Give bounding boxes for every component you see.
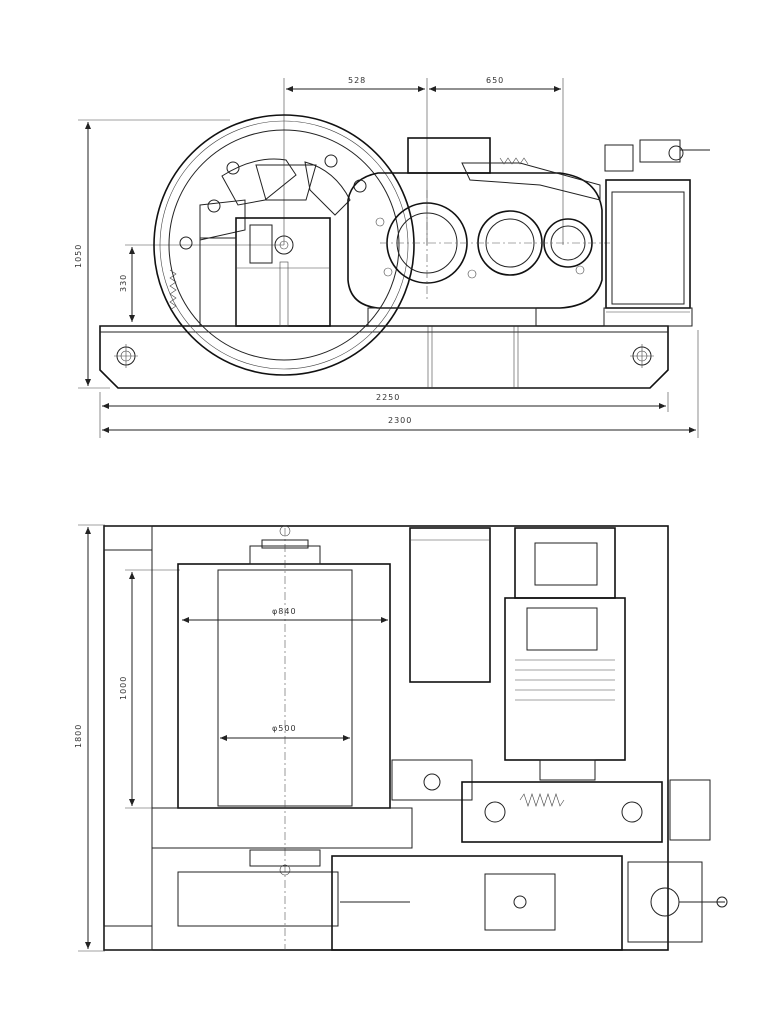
dim-500: φ500 (220, 724, 350, 741)
dim-528-label: 528 (348, 76, 366, 85)
dim-1000-label: 1000 (119, 676, 128, 700)
dim-1800: 1800 (74, 524, 105, 952)
motor-side (603, 179, 693, 327)
dim-2300-label: 2300 (388, 416, 412, 425)
dim-330-label: 330 (119, 274, 128, 292)
dim-1050-label: 1050 (74, 244, 83, 268)
anchor-bolt-left (114, 344, 138, 368)
drum-gear-wheel (153, 114, 415, 376)
dim-500-label: φ500 (272, 724, 297, 733)
dim-650-label: 650 (486, 76, 504, 85)
bearing-support (199, 217, 331, 327)
motor-top (504, 527, 626, 781)
gearbox-top (391, 527, 491, 801)
reducer-bottom (331, 855, 728, 951)
lower-shaft (151, 807, 413, 927)
side-view: 528 650 1050 330 2250 23 (74, 76, 710, 438)
dim-840-label: φ840 (272, 607, 297, 616)
top-view: 1800 1000 φ840 (74, 524, 728, 952)
dim-1800-label: 1800 (74, 724, 83, 748)
top-frame (103, 525, 669, 951)
dim-1000: 1000 (119, 569, 180, 809)
dim-1050: 1050 (74, 119, 230, 389)
brake-top (461, 779, 711, 843)
base-frame (99, 325, 669, 389)
dim-650: 650 (429, 76, 564, 245)
dim-840: φ840 (182, 607, 388, 623)
anchor-bolt-right (630, 344, 654, 368)
gearbox (347, 137, 610, 327)
dim-330: 330 (119, 244, 284, 322)
brake-linkage (461, 139, 710, 201)
dim-2250-label: 2250 (376, 393, 400, 402)
dim-2250: 2250 (99, 392, 669, 438)
dim-2300: 2300 (102, 330, 699, 438)
